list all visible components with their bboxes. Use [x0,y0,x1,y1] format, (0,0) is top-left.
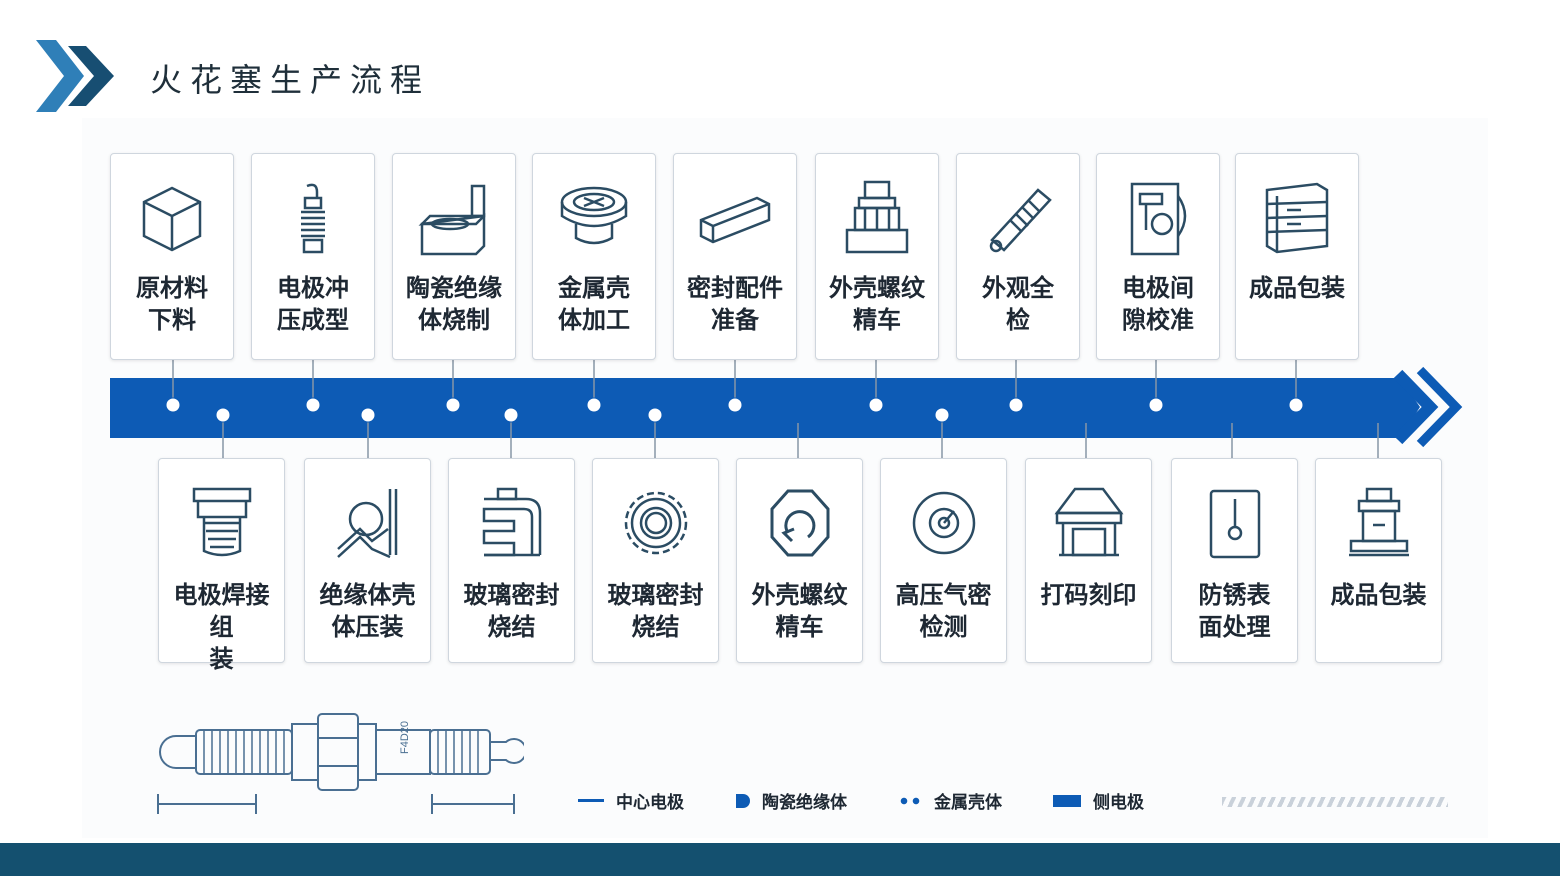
glass-seal-icon [482,487,541,557]
bar-mark-icon [1053,794,1081,807]
step-label: 外壳螺纹精车 [751,581,848,641]
page-title: 火花塞生产流程 [150,61,431,99]
bullet-mark-icon [736,793,750,808]
step-label: 电极焊接组装 [173,581,270,673]
step-label: 高压气密检测 [895,581,992,641]
step-card-electrode-stamping: 电极冲压成型 [251,153,375,360]
step-label: 电极间隙校准 [1122,274,1194,334]
step-label: 打码刻印 [1040,581,1137,609]
ceramic-kiln-icon [418,184,486,256]
gear-ring-icon [624,491,687,555]
step-card-gap-calibration: 电极间隙校准 [1096,153,1220,360]
header-chevron-icon [36,40,114,112]
step-card-visual-inspection: 外观全检 [956,153,1080,360]
metal-shell-icon [560,186,628,245]
step-card-raw-material: 原材料下料 [110,153,234,360]
coating-tank-icon [1209,489,1260,559]
step-label: 成品包装 [1330,581,1427,609]
timeline-arrow [110,360,1463,458]
process-flow-panel: 原材料下料 电极冲压成型 陶瓷绝缘体烧制 金属壳体加工 密封配件准备 外壳螺纹精… [82,118,1488,838]
step-label: 玻璃密封烧结 [607,581,704,641]
step-card-packaging: 成品包装 [1235,153,1359,360]
step-label: 密封配件准备 [687,274,783,334]
step-label: 原材料下料 [136,274,208,334]
step-label: 成品包装 [1249,274,1345,302]
step-card-shell-machining: 金属壳体加工 [532,153,656,360]
pressure-gauge-icon [912,491,975,555]
legend-item-metal-shell: 金属壳体 [900,788,1002,813]
step-card-insulator-pressing: 绝缘体壳体压装 [304,458,431,663]
spark-plug-code: F4D20 [399,721,411,754]
cube-icon [142,186,202,252]
electrode-icon [301,183,325,254]
legend-item-side-electrode: 侧电极 [1053,788,1144,813]
step-label: 金属壳体加工 [558,274,630,334]
lathe-icon [845,180,909,254]
press-arm-icon [336,489,397,559]
step-card-marking: 打码刻印 [1025,458,1152,663]
step-card-rust-proofing: 防锈表面处理 [1171,458,1298,663]
gap-gauge-icon [1130,182,1187,256]
step-card-ceramic-firing: 陶瓷绝缘体烧制 [392,153,516,360]
footer-bar [0,843,1560,876]
legend-item-center-electrode: 中心电极 [578,788,684,813]
stamp-press-icon [1054,487,1123,557]
spark-plug-illustration: F4D20 [157,713,524,814]
step-label: 外壳螺纹精车 [829,274,925,334]
stacked-boxes-icon [1265,182,1329,254]
timeline-dots [165,397,1304,423]
seal-block-icon [699,196,771,244]
legend-item-ceramic-insulator: 陶瓷绝缘体 [736,788,847,813]
step-card-final-packaging: 成品包装 [1315,458,1442,663]
step-card-electrode-welding: 电极焊接组装 [158,458,285,673]
step-card-glass-seal-a: 玻璃密封烧结 [448,458,575,663]
threaded-base-icon [192,487,251,557]
step-card-thread-turning-2: 外壳螺纹精车 [736,458,863,663]
step-card-pressure-test: 高压气密检测 [880,458,1007,663]
hex-nut-icon [770,489,829,557]
step-card-seal-prep: 密封配件准备 [673,153,797,360]
step-label: 玻璃密封烧结 [463,581,560,641]
step-card-glass-seal-b: 玻璃密封烧结 [592,458,719,663]
step-label: 电极冲压成型 [277,274,349,334]
step-label: 防锈表面处理 [1198,581,1271,641]
step-card-thread-turning: 外壳螺纹精车 [815,153,939,360]
step-label: 绝缘体壳体压装 [319,581,416,641]
inspection-rod-icon [989,188,1052,253]
dots-mark-icon [900,796,922,805]
decorative-hatch [1222,797,1448,807]
step-label: 外观全检 [982,274,1054,334]
step-label: 陶瓷绝缘体烧制 [406,274,502,334]
package-machine-icon [1348,487,1409,557]
line-mark-icon [578,799,604,802]
